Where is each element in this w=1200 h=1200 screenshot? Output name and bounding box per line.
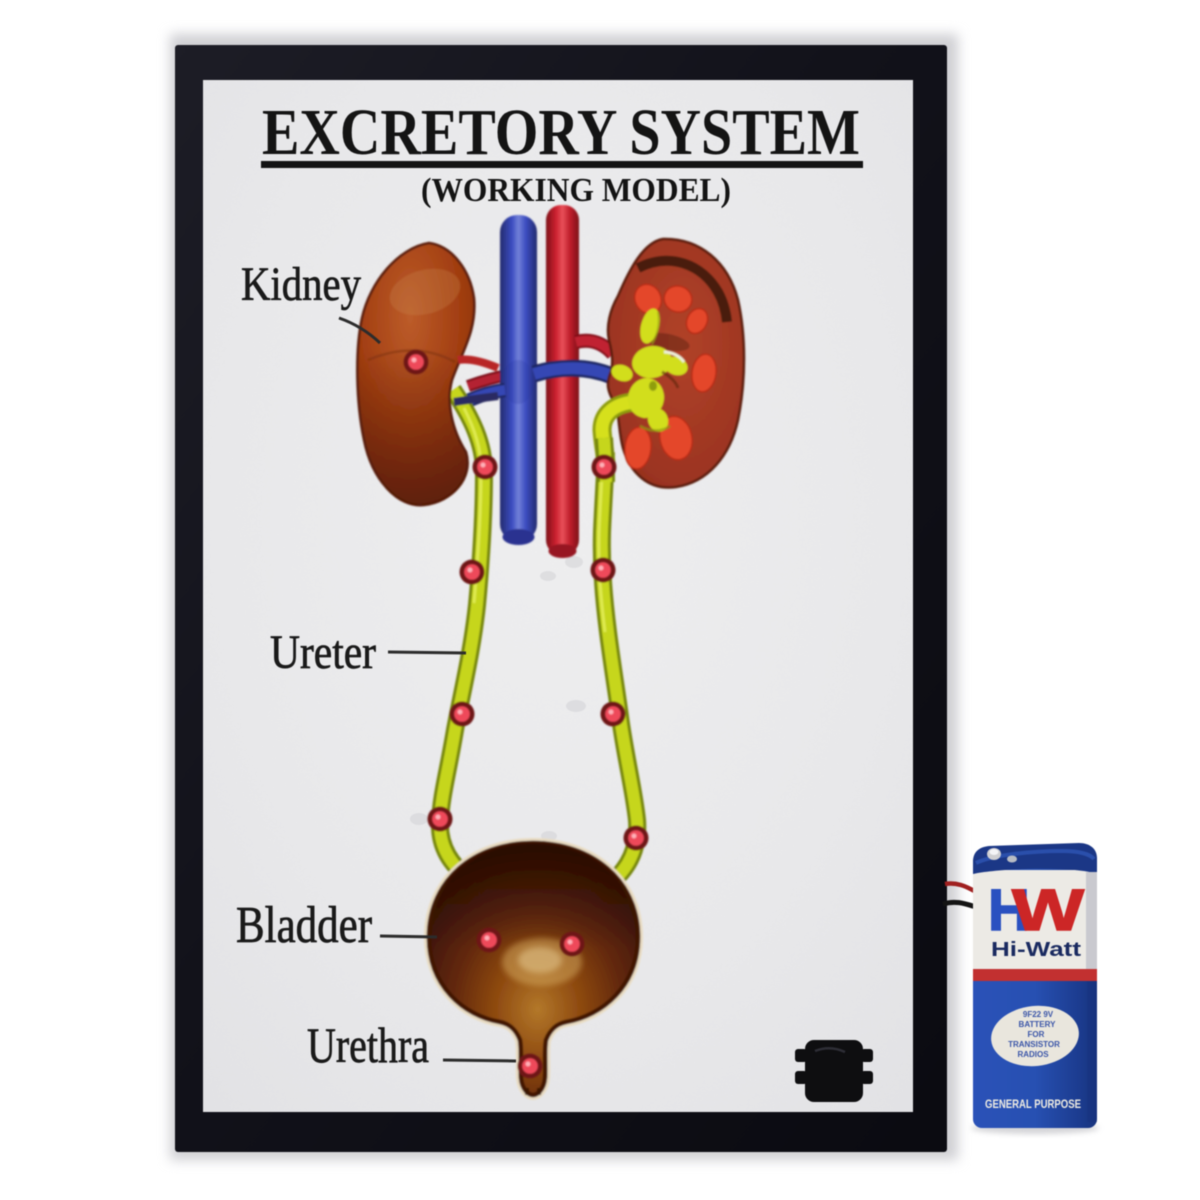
svg-text:FOR: FOR	[1028, 1030, 1045, 1039]
svg-text:GENERAL PURPOSE: GENERAL PURPOSE	[985, 1097, 1081, 1111]
svg-text:TRANSISTOR: TRANSISTOR	[1008, 1040, 1060, 1049]
svg-text:9F22 9V: 9F22 9V	[1023, 1010, 1054, 1019]
svg-text:W: W	[1012, 878, 1084, 943]
svg-text:BATTERY: BATTERY	[1019, 1020, 1057, 1029]
svg-text:Ureter: Ureter	[270, 626, 376, 679]
svg-text:Bladder: Bladder	[236, 897, 372, 954]
svg-text:EXCRETORY SYSTEM: EXCRETORY SYSTEM	[262, 96, 860, 169]
svg-text:Urethra: Urethra	[307, 1017, 429, 1073]
svg-text:(WORKING MODEL): (WORKING MODEL)	[421, 172, 731, 209]
svg-text:Hi-Watt: Hi-Watt	[991, 939, 1081, 961]
svg-text:Kidney: Kidney	[241, 258, 361, 311]
svg-text:RADIOS: RADIOS	[1017, 1050, 1049, 1059]
svg-text:H: H	[988, 878, 1030, 943]
